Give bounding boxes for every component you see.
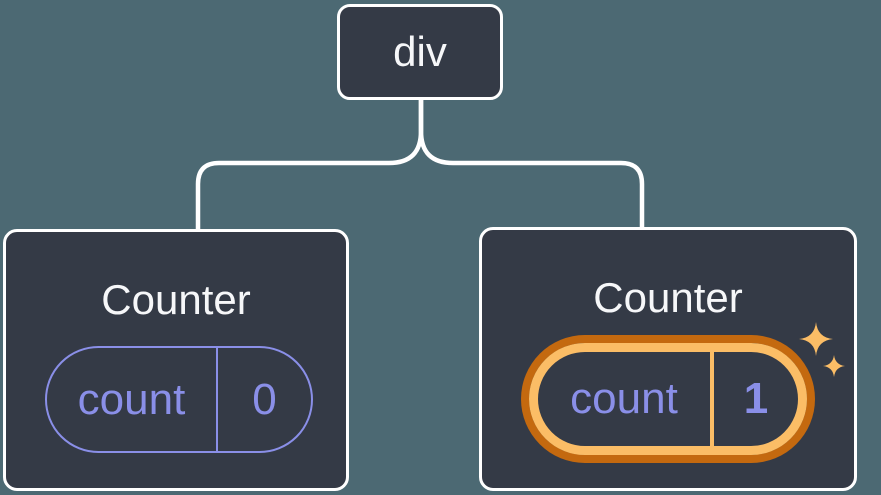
counter-card-right-title: Counter <box>593 274 743 321</box>
counter-card-right: Counter count 1 <box>479 227 857 491</box>
state-pill-right-highlighted: count 1 <box>529 343 807 455</box>
state-key-label: count <box>538 352 714 446</box>
connector-right-branch <box>418 100 645 232</box>
state-pill-left: count 0 <box>45 346 313 453</box>
root-node-div: div <box>337 4 503 100</box>
state-value: 1 <box>743 374 769 423</box>
connector-left-branch <box>195 100 424 232</box>
state-value: 0 <box>252 374 277 424</box>
counter-card-left-title: Counter <box>101 276 251 323</box>
counter-card-left: Counter count 0 <box>3 229 349 491</box>
state-key-label: count <box>47 348 218 451</box>
root-node-label: div <box>393 28 447 75</box>
